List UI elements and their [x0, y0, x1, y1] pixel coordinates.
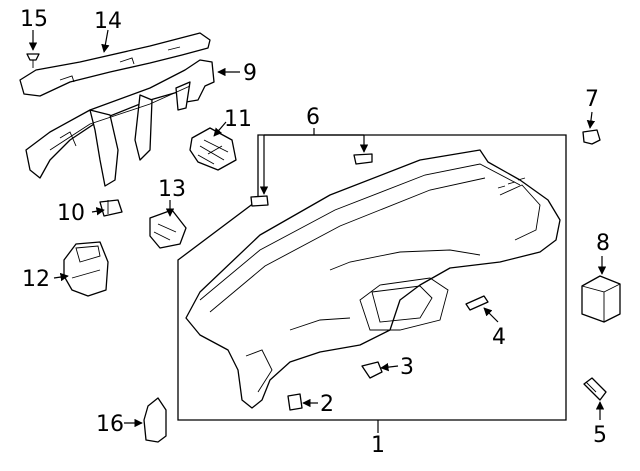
callout-16: 16 — [96, 412, 124, 437]
callout-4: 4 — [492, 325, 506, 350]
connector-10 — [99, 199, 123, 217]
callout-10: 10 — [57, 201, 85, 226]
clip-7 — [582, 129, 601, 145]
callout-8: 8 — [596, 231, 610, 256]
bracket-11 — [189, 127, 237, 171]
upper-trim-strip — [19, 32, 211, 97]
callout-13: 13 — [158, 177, 186, 202]
instrument-panel — [185, 149, 561, 409]
clip-6b — [250, 195, 269, 207]
leader-lines — [28, 29, 607, 433]
callout-5: 5 — [593, 423, 607, 448]
cross-car-beam — [25, 59, 215, 187]
clip-3 — [361, 361, 383, 379]
end-cap-16 — [143, 397, 167, 443]
clip-15 — [26, 53, 40, 68]
callout-3: 3 — [400, 355, 414, 380]
callout-6: 6 — [306, 105, 320, 130]
callout-2: 2 — [320, 392, 334, 417]
callout-12: 12 — [22, 267, 50, 292]
callout-11: 11 — [224, 107, 252, 132]
callout-14: 14 — [94, 9, 122, 34]
screw-5 — [583, 377, 607, 401]
callout-1: 1 — [371, 433, 385, 458]
bracket-13 — [149, 209, 187, 249]
callout-7: 7 — [585, 87, 599, 112]
assembly-frame — [177, 134, 567, 421]
callout-15: 15 — [20, 7, 48, 32]
air-duct-12 — [63, 241, 109, 297]
clip-6a — [353, 153, 373, 165]
insert-4 — [465, 295, 489, 311]
callout-9: 9 — [243, 61, 257, 86]
foam-pad-8 — [581, 275, 621, 323]
nut-2 — [287, 393, 303, 411]
